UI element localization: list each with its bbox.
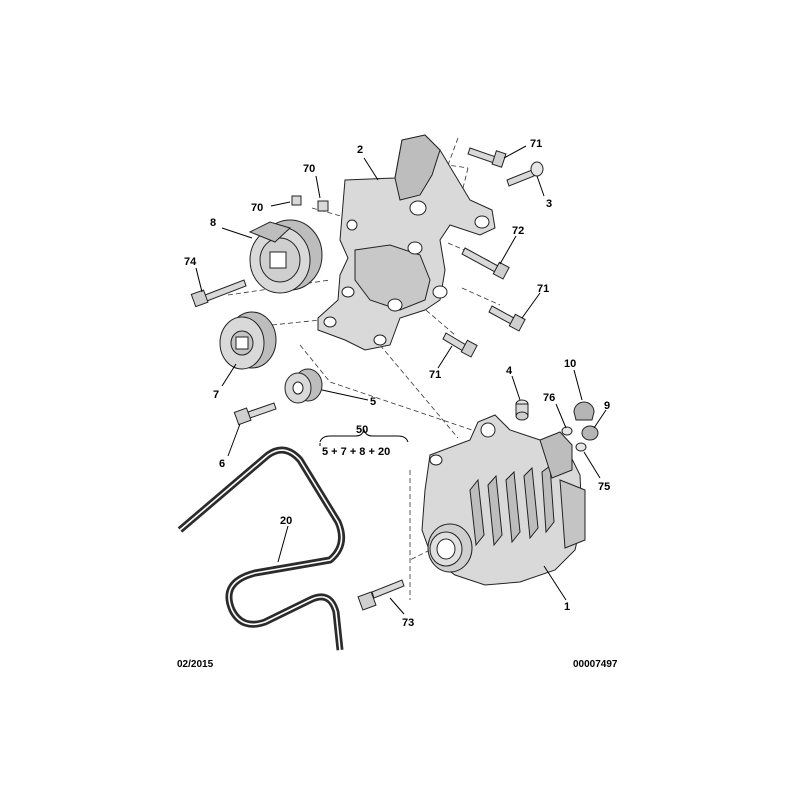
bolt-71-right bbox=[488, 305, 526, 332]
leader-lines bbox=[195, 145, 607, 615]
callout-10: 10 bbox=[564, 358, 576, 370]
kit-formula: 5 + 7 + 8 + 20 bbox=[322, 446, 390, 458]
part-70-plugs bbox=[291, 195, 329, 212]
serpentine-belt bbox=[177, 446, 346, 651]
spacer-sleeve bbox=[284, 368, 323, 404]
nut-76 bbox=[561, 426, 573, 436]
bolt-74 bbox=[190, 279, 247, 308]
callout-3: 3 bbox=[546, 198, 552, 210]
callout-5: 5 bbox=[370, 396, 376, 408]
bolt-71-top bbox=[467, 147, 507, 168]
footer-reference: 00007497 bbox=[573, 659, 618, 670]
callout-labels: 71 3 2 70 70 8 72 74 71 7 71 4 10 76 9 5… bbox=[184, 138, 610, 629]
cap-9 bbox=[581, 425, 599, 441]
callout-71-right: 71 bbox=[537, 283, 549, 295]
assembly-line-7 bbox=[271, 319, 321, 326]
small-parts bbox=[515, 399, 599, 452]
stud-3 bbox=[506, 161, 544, 187]
callout-74: 74 bbox=[184, 256, 197, 268]
callout-7: 7 bbox=[213, 389, 219, 401]
assembly-line-71a bbox=[447, 137, 469, 169]
callout-8: 8 bbox=[210, 217, 216, 229]
callout-73: 73 bbox=[402, 617, 414, 629]
footer: 02/2015 00007497 bbox=[177, 659, 618, 670]
callout-70-left: 70 bbox=[251, 202, 263, 214]
callout-9: 9 bbox=[604, 400, 610, 412]
assembly-line-71b bbox=[461, 287, 501, 306]
kit-number: 50 bbox=[356, 424, 368, 436]
callout-20: 20 bbox=[280, 515, 292, 527]
assembly-line-mount bbox=[379, 344, 459, 439]
callout-71-lower: 71 bbox=[429, 369, 441, 381]
bolt-73 bbox=[357, 579, 405, 611]
bolt-71-lower bbox=[442, 332, 478, 358]
bolt-6 bbox=[233, 402, 277, 426]
callout-6: 6 bbox=[219, 458, 225, 470]
callout-2: 2 bbox=[357, 144, 363, 156]
callout-76: 76 bbox=[543, 392, 555, 404]
idler-pulley bbox=[219, 311, 277, 370]
alternator-cooling-fins bbox=[469, 465, 555, 547]
nut-75 bbox=[575, 442, 587, 452]
assembly-line-73b bbox=[409, 549, 431, 561]
callout-4: 4 bbox=[506, 365, 513, 377]
alternator bbox=[421, 414, 586, 586]
callout-72: 72 bbox=[512, 225, 524, 237]
callout-70-top: 70 bbox=[303, 163, 315, 175]
callout-71-top: 71 bbox=[530, 138, 542, 150]
alternator-pulley bbox=[427, 523, 473, 573]
footer-date: 02/2015 bbox=[177, 659, 214, 670]
sleeve-4 bbox=[515, 399, 529, 421]
tensioner-pulley bbox=[248, 219, 323, 294]
mounting-bracket bbox=[317, 134, 496, 351]
assembly-line-5 bbox=[299, 344, 473, 431]
callout-1: 1 bbox=[564, 601, 570, 613]
bolt-72 bbox=[461, 247, 510, 280]
bolts bbox=[190, 147, 544, 611]
callout-75: 75 bbox=[598, 481, 610, 493]
cap-10 bbox=[573, 401, 595, 421]
kit-brace bbox=[319, 428, 409, 446]
